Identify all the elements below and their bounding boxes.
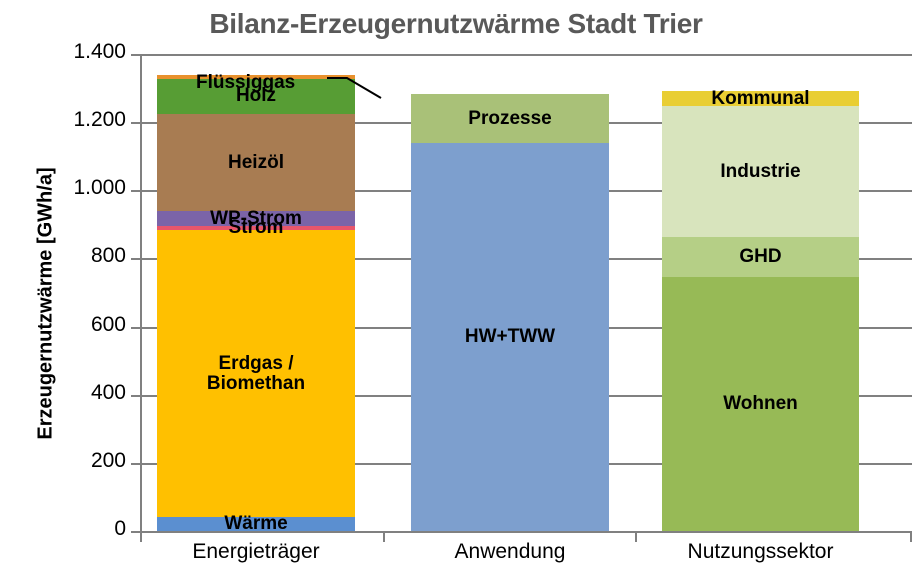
segment-label: Kommunal [711, 87, 810, 109]
bar-segment[interactable]: Industrie [662, 106, 859, 238]
gridline [140, 54, 912, 56]
x-tick-mark [383, 531, 385, 542]
y-tick-label: 1.400 [73, 40, 126, 63]
y-tick-mark [131, 258, 140, 261]
bar-segment[interactable]: Strom [157, 218, 355, 238]
x-tick-mark [635, 531, 637, 542]
x-axis-line [140, 531, 912, 533]
segment-label: Wohnen [723, 392, 798, 414]
segment-label: Heizöl [228, 151, 284, 173]
bar-segment[interactable]: GHD [662, 237, 859, 277]
y-tick-mark [131, 122, 140, 125]
bar-nutzungssektor[interactable]: Wohnen GHD Industrie Kommunal [662, 54, 859, 531]
y-axis-line [140, 54, 142, 533]
bar-segment[interactable]: WP-Strom [157, 207, 355, 229]
x-category-label-0: Energieträger [192, 540, 320, 563]
segment-label: Prozesse [468, 107, 552, 129]
chart-title: Bilanz-Erzeugernutzwärme Stadt Trier [209, 8, 703, 39]
bar-segment[interactable]: Erdgas / Biomethan [157, 230, 355, 518]
callout-leader-line [327, 77, 382, 99]
y-tick-mark [131, 190, 140, 193]
bar-segment[interactable]: Heizöl [157, 113, 355, 212]
y-tick-label: 200 [90, 448, 126, 472]
x-tick-mark [910, 531, 912, 542]
y-tick-mark [131, 531, 140, 533]
y-tick-mark [131, 394, 140, 397]
y-tick-mark [131, 54, 140, 56]
segment-label: HW+TWW [464, 326, 556, 348]
segment-label: WP-Strom [210, 207, 302, 229]
y-tick-label: 800 [90, 244, 126, 268]
y-tick-label: 1.000 [73, 176, 126, 200]
segment-label: Erdgas / Biomethan [206, 352, 306, 394]
x-category-label-2: Nutzungssektor [687, 540, 834, 563]
bar-segment[interactable]: Wärme [157, 514, 355, 533]
bar-segment[interactable]: HW+TWW [411, 143, 609, 531]
bar-anwendung[interactable]: HW+TWW Prozesse [411, 54, 609, 531]
y-tick-mark [131, 326, 140, 329]
bar-segment[interactable]: Wohnen [662, 276, 859, 531]
x-tick-mark [140, 531, 142, 542]
bar-segment[interactable] [157, 74, 355, 79]
x-category-label-1: Anwendung [454, 540, 566, 563]
bar-segment[interactable]: Kommunal [662, 87, 859, 109]
y-tick-label: 400 [90, 380, 126, 404]
y-tick-label: 1.200 [73, 108, 126, 132]
bar-segment[interactable]: Prozesse [411, 94, 609, 144]
callout-label-fluessiggas: Flüssiggas [196, 72, 296, 93]
segment-label: Industrie [720, 160, 801, 182]
y-tick-label: 0 [114, 517, 126, 540]
segment-label: GHD [739, 245, 782, 267]
y-tick-label: 600 [90, 312, 126, 336]
y-tick-mark [131, 462, 140, 465]
